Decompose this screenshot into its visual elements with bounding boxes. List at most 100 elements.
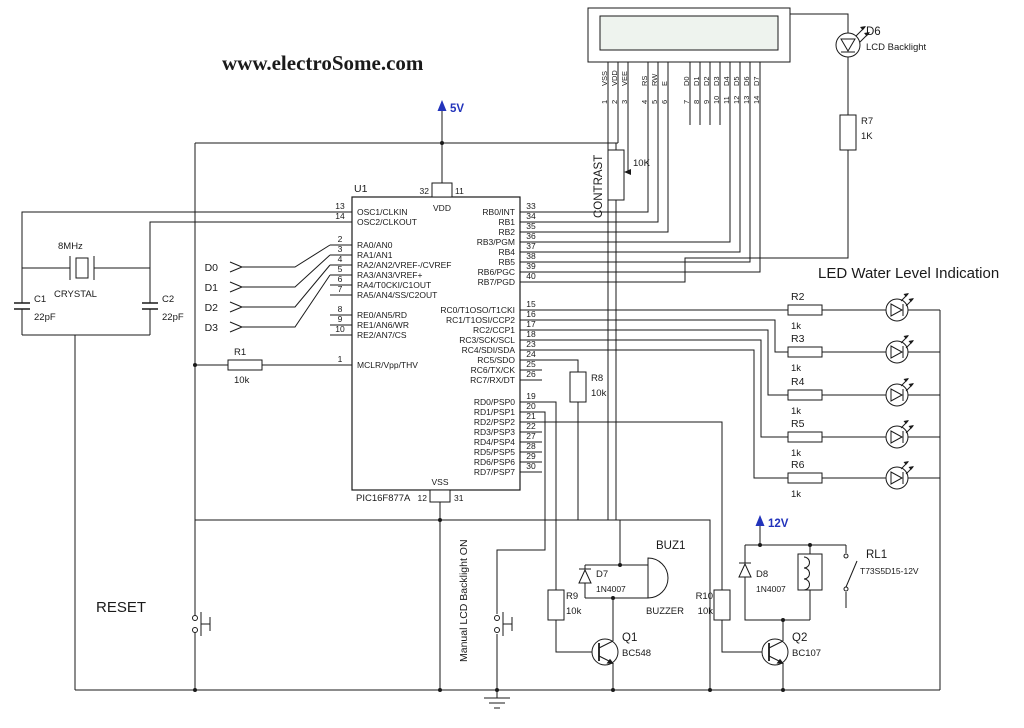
- site-title: www.electroSome.com: [222, 51, 424, 75]
- mcu-pin-name: RB4: [498, 247, 515, 257]
- lcd-pin-num: 12: [732, 96, 741, 104]
- led-section-title: LED Water Level Indication: [818, 265, 999, 282]
- lcd-pin-name: E: [660, 81, 669, 86]
- buzzer-ref: BUZ1: [656, 540, 685, 552]
- mcu-pin-num: 11: [455, 186, 464, 196]
- resistor-value: 1k: [791, 363, 801, 374]
- mcu-pin-num: 12: [418, 493, 428, 503]
- supply-12v: 12V: [755, 515, 789, 530]
- mcu-pin-name: OSC1/CLKIN: [357, 207, 408, 217]
- lcd-pin-num: 8: [692, 100, 701, 104]
- mcu-pin-name: RB6/PGC: [478, 267, 515, 277]
- transistor-q2: Q2 BC107: [761, 632, 821, 666]
- mcu-pin-name: RE0/AN5/RD: [357, 310, 407, 320]
- r10-value: 10k: [698, 606, 714, 617]
- q2-ref: Q2: [792, 632, 807, 644]
- mcu-pin-name: RB3/PGM: [477, 237, 515, 247]
- mcu-pin-num: 16: [526, 309, 536, 319]
- c2-ref: C2: [162, 294, 174, 305]
- resistor-ref: R4: [791, 376, 805, 388]
- mcu-pin-num: 22: [526, 421, 536, 431]
- junction-dots: [193, 141, 812, 692]
- mcu-pin-num: 35: [526, 221, 536, 231]
- mcu-pin-name: RA2/AN2/VREF-/CVREF: [357, 260, 451, 270]
- resistor-value: 1k: [791, 321, 801, 332]
- mcu-pin-name: RC3/SCK/SCL: [459, 335, 515, 345]
- lcd-pin-name: VEE: [620, 71, 629, 86]
- r8-value: 10k: [591, 388, 607, 399]
- resistor-value: 1k: [791, 406, 801, 417]
- lcd-pin-num: 10: [712, 96, 721, 104]
- led-row: R3 1k: [787, 333, 914, 374]
- wire-lcd-stubs: [607, 62, 761, 110]
- mcu-pin-name: RD3/PSP3: [474, 427, 515, 437]
- crystal-label: CRYSTAL: [54, 289, 97, 300]
- mcu-pin-name: OSC2/CLKOUT: [357, 217, 417, 227]
- mcu-pin-num: 37: [526, 241, 536, 251]
- mcu-pin-num: 30: [526, 461, 536, 471]
- mcu-vss-label: VSS: [431, 477, 448, 487]
- mcu-pin-num: 7: [338, 284, 343, 294]
- mcu-pin-name: RB1: [498, 217, 515, 227]
- wire-osc-reset-net: [21, 143, 330, 690]
- lcd-module: VSS VDD VEE RS RW E D0 D1 D2 D3 D4 D5 D6…: [587, 7, 791, 104]
- supply-12v-label: 12V: [768, 518, 789, 530]
- mcu-pin-num: 8: [338, 304, 343, 314]
- mcu-pin-name: RB2: [498, 227, 515, 237]
- lcd-pin-name: RS: [640, 76, 649, 86]
- input-probes: D0 D1 D2 D3: [205, 262, 219, 334]
- r9-value: 10k: [566, 606, 582, 617]
- mcu-pin-name: MCLR/Vpp/THV: [357, 360, 418, 370]
- mcu-pin-num: 5: [338, 264, 343, 274]
- led-row: R6 1k: [787, 459, 914, 500]
- mcu-chip: U1 PIC16F877A 32 11 12 31 VDD VSS 13 OSC…: [330, 182, 542, 504]
- mcu-pin-name: RC7/RX/DT: [470, 375, 515, 385]
- mcu-pin-num: 2: [338, 234, 343, 244]
- resistor-ref: R3: [791, 333, 805, 345]
- arrow-up-icon: [437, 100, 447, 111]
- manual-backlight-label: Manual LCD Backlight ON: [458, 539, 470, 662]
- mcu-pin-num: 1: [338, 354, 343, 364]
- mcu-pin-name: RD7/PSP7: [474, 467, 515, 477]
- c2-value: 22pF: [162, 312, 184, 323]
- resistor-r9: R9 10k: [547, 589, 582, 621]
- wire-lcd-bus: [542, 13, 849, 283]
- capacitor-c1: C1 22pF: [14, 294, 56, 323]
- mcu-pin-name: RA5/AN4/SS/C2OUT: [357, 290, 437, 300]
- capacitor-c2: C2 22pF: [142, 294, 184, 323]
- r1-ref: R1: [234, 347, 246, 358]
- mcu-right-stubs: [520, 211, 542, 473]
- manual-backlight-button: Manual LCD Backlight ON: [458, 539, 513, 662]
- arrow-up-icon: [755, 515, 765, 526]
- d7-ref: D7: [596, 569, 608, 580]
- d7-value: 1N4007: [596, 584, 626, 594]
- resistor-r10: R10 10k: [696, 589, 731, 621]
- mcu-pin-name: RB0/INT: [482, 207, 515, 217]
- mcu-pin-name: RA4/T0CKI/C1OUT: [357, 280, 431, 290]
- mcu-pin-name: RC4/SDI/SDA: [462, 345, 516, 355]
- lcd-pin-name: D4: [722, 76, 731, 86]
- mcu-pin-num: 39: [526, 261, 536, 271]
- mcu-pin-name: RC2/CCP1: [473, 325, 515, 335]
- mcu-pin-num: 4: [338, 254, 343, 264]
- r1-value: 10k: [234, 375, 250, 386]
- mcu-pin-num: 17: [526, 319, 536, 329]
- mcu-pin-num: 9: [338, 314, 343, 324]
- mcu-pin-name: RB5: [498, 257, 515, 267]
- mcu-pin-num: 26: [526, 369, 536, 379]
- d8-value: 1N4007: [756, 584, 786, 594]
- resistor-ref: R5: [791, 418, 805, 430]
- q1-ref: Q1: [622, 632, 637, 644]
- mcu-pin-num: 38: [526, 251, 536, 261]
- led-row: R5 1k: [787, 418, 914, 459]
- lcd-pin-name: VDD: [610, 70, 619, 86]
- lcd-pin-num: 4: [640, 100, 649, 104]
- wire-led-net: [542, 309, 941, 690]
- lcd-pin-num: 3: [620, 100, 629, 104]
- supply-5v-label: 5V: [450, 103, 464, 115]
- resistor-r1: R1 10k: [227, 347, 263, 386]
- c1-ref: C1: [34, 294, 46, 305]
- contrast-label: CONTRAST: [593, 155, 605, 218]
- led-row: R4 1k: [787, 376, 914, 417]
- lcd-pin-name: D1: [692, 76, 701, 86]
